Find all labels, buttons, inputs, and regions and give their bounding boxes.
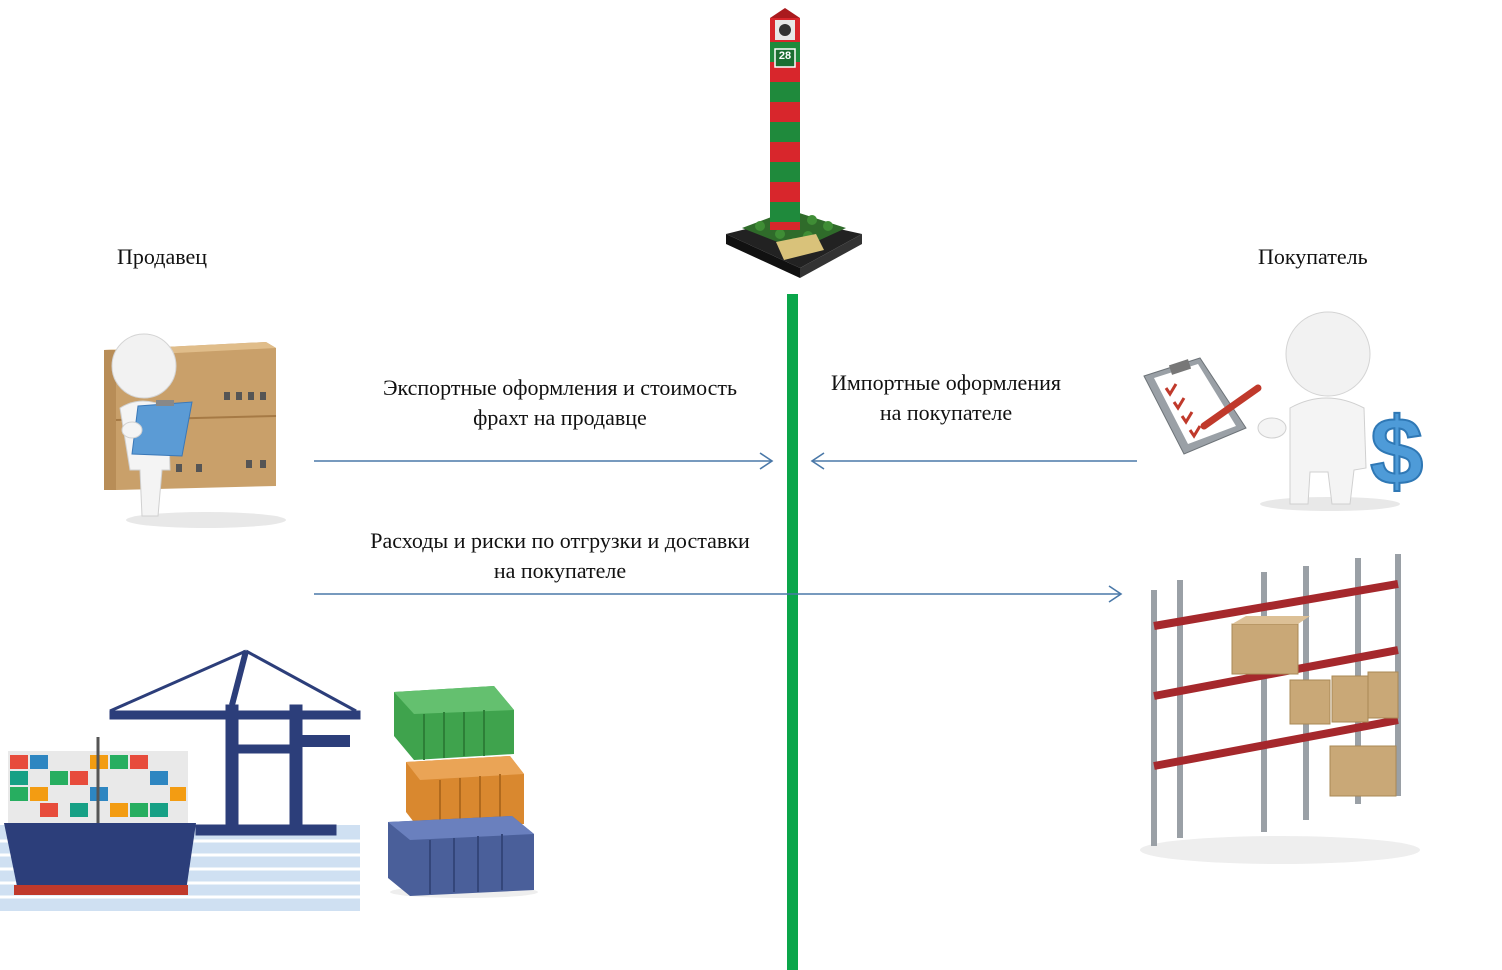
risks-label-line1: Расходы и риски по отгрузки и доставки [370,528,750,553]
export-label-line1: Экспортные оформления и стоимость [382,375,738,400]
seller-label: Продавец [117,244,208,269]
import-label-line1: Импортные оформления [831,370,1061,395]
port-crane-ship-icon [0,649,361,911]
warehouse-rack-icon [1140,554,1420,864]
export-label-line2: фрахт на продавце [473,405,647,430]
border-line [787,294,798,970]
svg-text:$: $ [1370,398,1423,505]
border-post-number: 28 [778,50,792,62]
import-label-line2: на покупателе [879,400,1013,425]
person-with-boxes-icon [104,333,286,528]
border-post-icon [726,8,862,278]
export-label: Экспортные оформления и стоимость фрахт … [355,373,765,433]
buyer-label: Покупатель [1258,244,1368,269]
person-with-dollar-icon: $ [1143,311,1424,511]
import-label: Импортные оформления на покупателе [812,368,1080,428]
risks-label: Расходы и риски по отгрузки и доставки н… [340,526,780,586]
risks-label-line2: на покупателе [493,558,627,583]
shipping-containers-icon [388,686,538,898]
